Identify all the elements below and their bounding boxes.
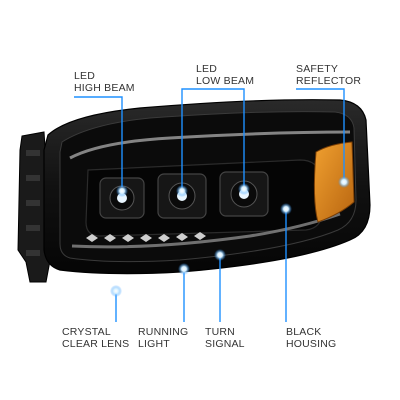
label-safety-reflector: SAFETY REFLECTOR	[296, 63, 361, 87]
running-light-bar	[71, 212, 341, 249]
label-safety-reflector-line2: REFLECTOR	[296, 75, 362, 87]
label-black-housing-line1: BLACK	[286, 326, 322, 338]
label-led-high-beam: LED HIGH BEAM	[74, 70, 135, 94]
label-black-housing: BLACK HOUSING	[286, 326, 336, 350]
label-running-light-line1: RUNNING	[138, 326, 189, 338]
label-led-high-beam-line1: LED	[74, 70, 96, 82]
label-crystal-clear-lens-line1: CRYSTAL	[62, 326, 111, 338]
label-led-low-beam: LED LOW BEAM	[196, 63, 254, 87]
label-crystal-clear-lens-line2: CLEAR LENS	[62, 338, 130, 350]
label-turn-signal: TURN SIGNAL	[205, 326, 245, 350]
label-led-low-beam-line1: LED	[196, 63, 218, 75]
label-turn-signal-line1: TURN	[205, 326, 235, 338]
drl-light-bar	[69, 130, 351, 160]
label-running-light: RUNNING LIGHT	[138, 326, 188, 350]
callout-lines	[74, 88, 345, 322]
label-turn-signal-line2: SIGNAL	[205, 338, 245, 350]
turn-signal-leds	[86, 232, 206, 242]
label-black-housing-line2: HOUSING	[286, 338, 337, 350]
label-led-high-beam-line2: HIGH BEAM	[74, 82, 135, 94]
label-crystal-clear-lens: CRYSTAL CLEAR LENS	[62, 326, 129, 350]
label-led-low-beam-line2: LOW BEAM	[196, 75, 255, 87]
callout-dots	[110, 176, 350, 297]
label-safety-reflector-line1: SAFETY	[296, 63, 339, 75]
label-running-light-line2: LIGHT	[138, 338, 170, 350]
